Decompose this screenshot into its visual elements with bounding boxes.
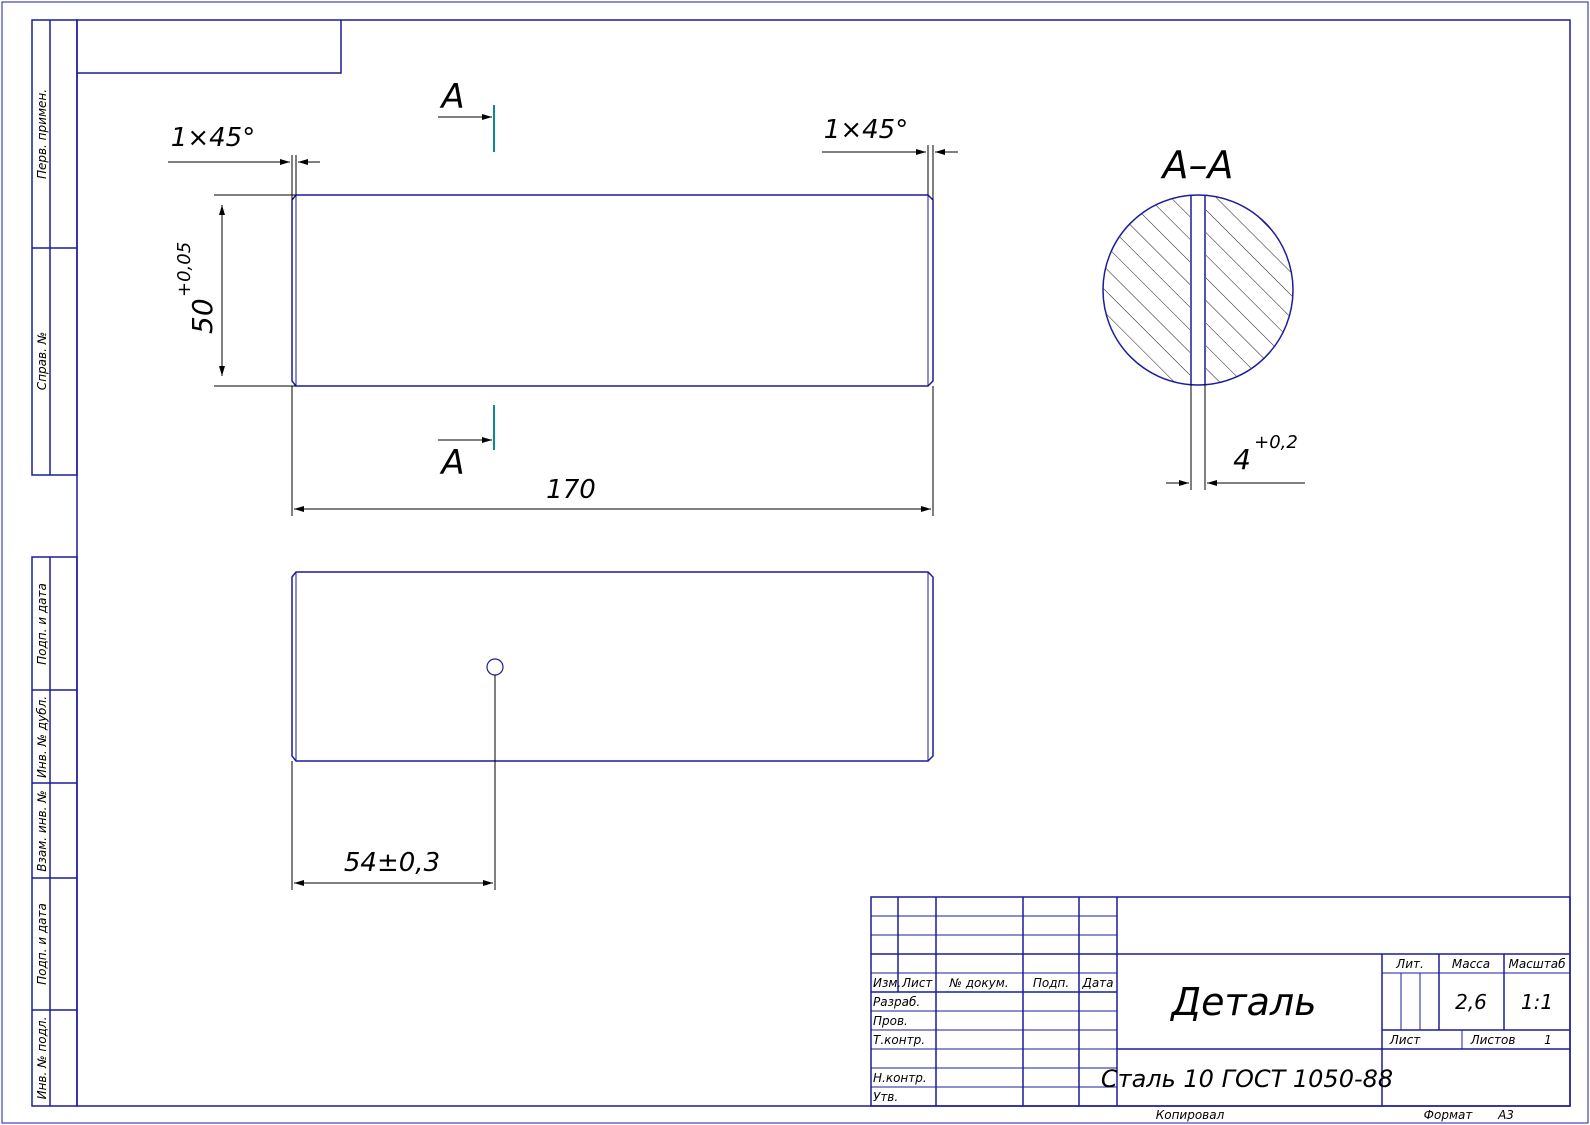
shaft-outline-bottom	[291, 571, 934, 762]
drawing-frame	[76, 19, 1571, 1107]
tb-col-list: Лист	[901, 976, 933, 990]
title-block	[870, 896, 1571, 1107]
tb-scale-label: Масштаб	[1508, 957, 1566, 971]
slot-width-tolerance: +0,2	[1254, 432, 1298, 453]
side-label-perv-primen: Перв. примен.	[35, 89, 49, 179]
side-label-podp-data-2: Подп. и дата	[35, 903, 49, 985]
tb-col-podp: Подп.	[1033, 976, 1069, 990]
chamfer-left-label: 1×45°	[171, 123, 255, 153]
pin-hole	[486, 658, 504, 676]
tb-mass-value: 2,6	[1455, 990, 1487, 1014]
tb-format-label: Формат	[1424, 1108, 1474, 1122]
shaft-outline	[291, 194, 934, 387]
tb-mass-label: Масса	[1452, 957, 1490, 971]
section-circle	[1102, 194, 1294, 386]
side-label-sprav-no: Справ. №	[35, 332, 49, 390]
tb-material: Сталь 10 ГОСТ 1050-88	[1101, 1065, 1393, 1093]
tb-row-prov: Пров.	[873, 1014, 908, 1028]
side-stamp	[31, 19, 78, 1107]
side-label-inv-podl: Инв. № подл.	[35, 1017, 49, 1100]
tb-sheets-value: 1	[1544, 1033, 1552, 1047]
length-label: 170	[546, 475, 596, 505]
side-label-vzam-inv: Взам. инв. №	[35, 790, 49, 871]
tb-col-dokum: № докум.	[948, 976, 1008, 990]
slot-width-label: 4	[1233, 443, 1251, 476]
side-label-podp-data-1: Подп. и дата	[35, 583, 49, 665]
diameter-label: 50	[186, 298, 219, 334]
hole-position-label: 54±0,3	[344, 848, 440, 878]
tb-sheets-label: Листов	[1470, 1033, 1516, 1047]
side-label-inv-dubl: Инв. № дубл.	[35, 696, 49, 778]
tb-scale-value: 1:1	[1521, 990, 1553, 1014]
tb-format-value: А3	[1497, 1108, 1514, 1122]
tb-col-data: Дата	[1081, 976, 1113, 990]
tb-sheet-label: Лист	[1389, 1033, 1421, 1047]
section-title: А–А	[1160, 143, 1234, 187]
tb-copied-label: Копировал	[1156, 1108, 1225, 1122]
tb-row-utv: Утв.	[873, 1090, 898, 1104]
tb-part-name: Деталь	[1169, 980, 1316, 1024]
tb-col-izm: Изм.	[873, 976, 901, 990]
chamfer-right-label: 1×45°	[824, 115, 908, 145]
top-left-box	[77, 20, 342, 74]
cut-label-bottom: A	[439, 443, 464, 483]
tb-row-nkontr: Н.контр.	[873, 1071, 927, 1085]
diameter-tolerance: +0,05	[174, 242, 195, 297]
tb-row-tkontr: Т.контр.	[873, 1033, 925, 1047]
main-view: A A 1×45° 1×45° 50 +0,05 170	[168, 77, 958, 516]
bottom-view: 54±0,3	[291, 571, 934, 890]
cut-label-top: A	[439, 77, 464, 117]
tb-lit-label: Лит.	[1395, 957, 1424, 971]
tb-row-razrab: Разраб.	[873, 995, 920, 1009]
section-view: А–А 4 +0,2	[1102, 143, 1305, 490]
